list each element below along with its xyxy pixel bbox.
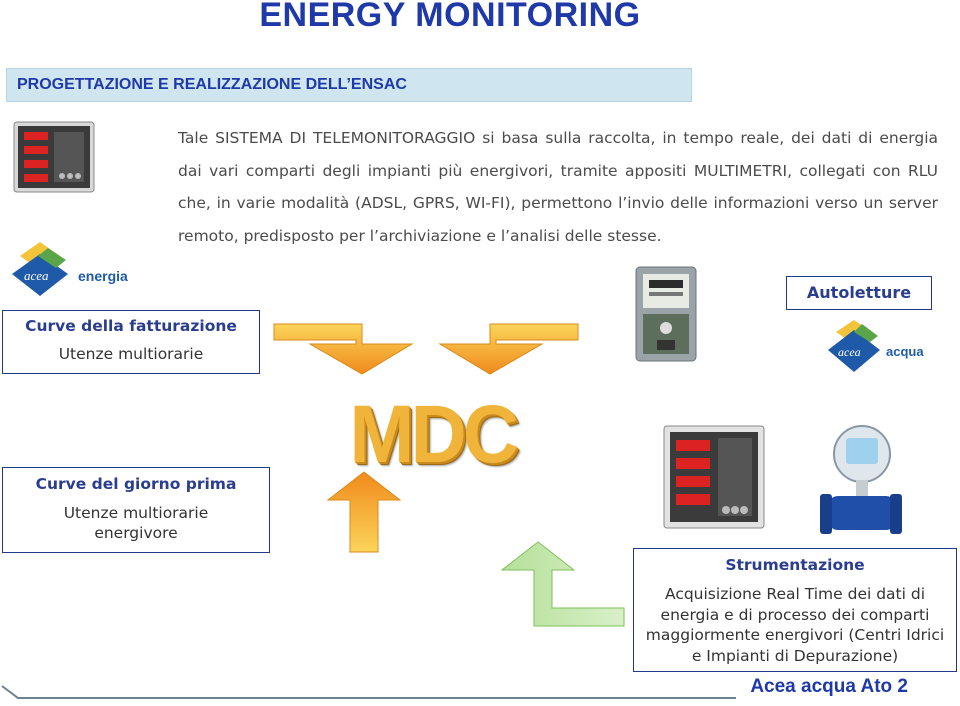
section-banner: PROGETTAZIONE E REALIZZAZIONE DELL’ENSAC xyxy=(6,68,692,102)
svg-text:acea: acea xyxy=(838,345,861,359)
acea-diamond-icon: acea xyxy=(828,320,880,372)
mdc-label: MDC xyxy=(349,389,519,480)
flowmeter-icon xyxy=(820,425,902,534)
giorno-prima-heading: Curve del giorno prima xyxy=(35,475,237,493)
section-banner-text: PROGETTAZIONE E REALIZZAZIONE DELL’ENSAC xyxy=(17,76,407,93)
acqua-label: acqua xyxy=(886,344,924,359)
acea-energia-logo: acea energia xyxy=(8,238,138,304)
giorno-prima-sub: Utenze multiorarie energivore xyxy=(63,504,209,542)
autoletture-heading: Autoletture xyxy=(806,283,912,302)
electricity-meter-icon xyxy=(635,266,697,362)
multimeter-icon xyxy=(663,425,765,529)
strumentazione-sub: Acquisizione Real Time dei dati di energ… xyxy=(645,585,945,665)
intro-paragraph: Tale SISTEMA DI TELEMONITORAGGIO si basa… xyxy=(178,129,938,245)
energia-label: energia xyxy=(78,268,128,284)
fatturazione-heading: Curve della fatturazione xyxy=(25,317,237,335)
strumentazione-box: Strumentazione Acquisizione Real Time de… xyxy=(633,548,957,672)
autoletture-box: Autoletture xyxy=(786,276,932,310)
giorno-prima-box: Curve del giorno prima Utenze multiorari… xyxy=(2,467,270,553)
arrow-down-right-icon xyxy=(273,323,414,375)
page-title: ENERGY MONITORING xyxy=(259,0,641,34)
svg-text:acea: acea xyxy=(24,268,49,283)
footer-label: Acea acqua Ato 2 xyxy=(750,676,908,697)
strumentazione-heading: Strumentazione xyxy=(725,556,865,574)
arrow-down-left-icon xyxy=(438,323,579,375)
acea-acqua-logo: acea acqua xyxy=(824,318,934,380)
multimeter-icon xyxy=(13,121,95,193)
fatturazione-sub: Utenze multiorarie xyxy=(58,345,204,363)
acea-diamond-icon: acea xyxy=(12,242,68,296)
decorative-divider xyxy=(1,685,736,699)
fatturazione-box: Curve della fatturazione Utenze multiora… xyxy=(2,310,260,374)
arrow-left-up-icon xyxy=(500,541,625,627)
arrow-up-icon xyxy=(326,471,402,553)
